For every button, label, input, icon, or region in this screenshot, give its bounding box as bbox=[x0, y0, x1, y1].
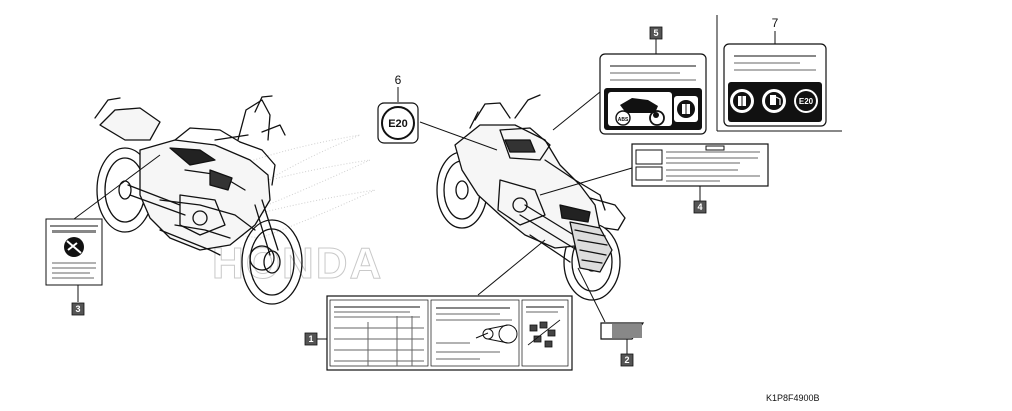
callout-5-tag: 5 bbox=[649, 26, 663, 40]
callout-6-number: 6 bbox=[395, 73, 402, 87]
chain-adjuster-icon bbox=[527, 319, 561, 348]
callout-4-tag: 4 bbox=[693, 200, 707, 214]
label-3-card bbox=[45, 218, 103, 286]
e20-decal-text: E20 bbox=[388, 118, 408, 130]
honda-wing-watermark: HONDA bbox=[189, 134, 383, 289]
label-7-card: E20 bbox=[723, 43, 827, 127]
e20-fuel-icon: E20 bbox=[794, 89, 818, 113]
abs-icon: ABS bbox=[615, 110, 631, 126]
svg-text:3: 3 bbox=[75, 304, 80, 314]
svg-text:1: 1 bbox=[308, 334, 313, 344]
label-2-card bbox=[600, 322, 645, 340]
callout-3-tag: 3 bbox=[71, 302, 85, 316]
drive-chain-icon bbox=[475, 324, 518, 344]
manual-book-icon bbox=[674, 96, 698, 122]
fuel-pump-icon bbox=[762, 89, 786, 113]
label-7-inset-frame bbox=[716, 15, 842, 132]
figure-code: K1P8F4900B bbox=[766, 393, 820, 403]
svg-text:4: 4 bbox=[697, 202, 702, 212]
callout-2-tag: 2 bbox=[620, 353, 634, 367]
svg-text:5: 5 bbox=[653, 28, 658, 38]
label-6-e20-decal: E20 bbox=[377, 102, 419, 144]
callout-1-tag: 1 bbox=[304, 332, 318, 346]
svg-text:ABS: ABS bbox=[618, 117, 629, 123]
svg-text:E20: E20 bbox=[799, 97, 814, 106]
callout-7-number: 7 bbox=[772, 16, 779, 30]
svg-text:2: 2 bbox=[624, 355, 629, 365]
leader-lines bbox=[73, 31, 776, 323]
label-4-card bbox=[631, 143, 769, 187]
watermark-honda-text: HONDA bbox=[212, 239, 383, 288]
motorcycle-right-illustration bbox=[436, 94, 626, 301]
label-1-card bbox=[326, 295, 573, 371]
motorcycle-left-illustration bbox=[94, 95, 303, 305]
tire-icon bbox=[649, 110, 665, 126]
label-5-card: ABS bbox=[599, 53, 707, 135]
manual-book-icon bbox=[730, 89, 754, 113]
